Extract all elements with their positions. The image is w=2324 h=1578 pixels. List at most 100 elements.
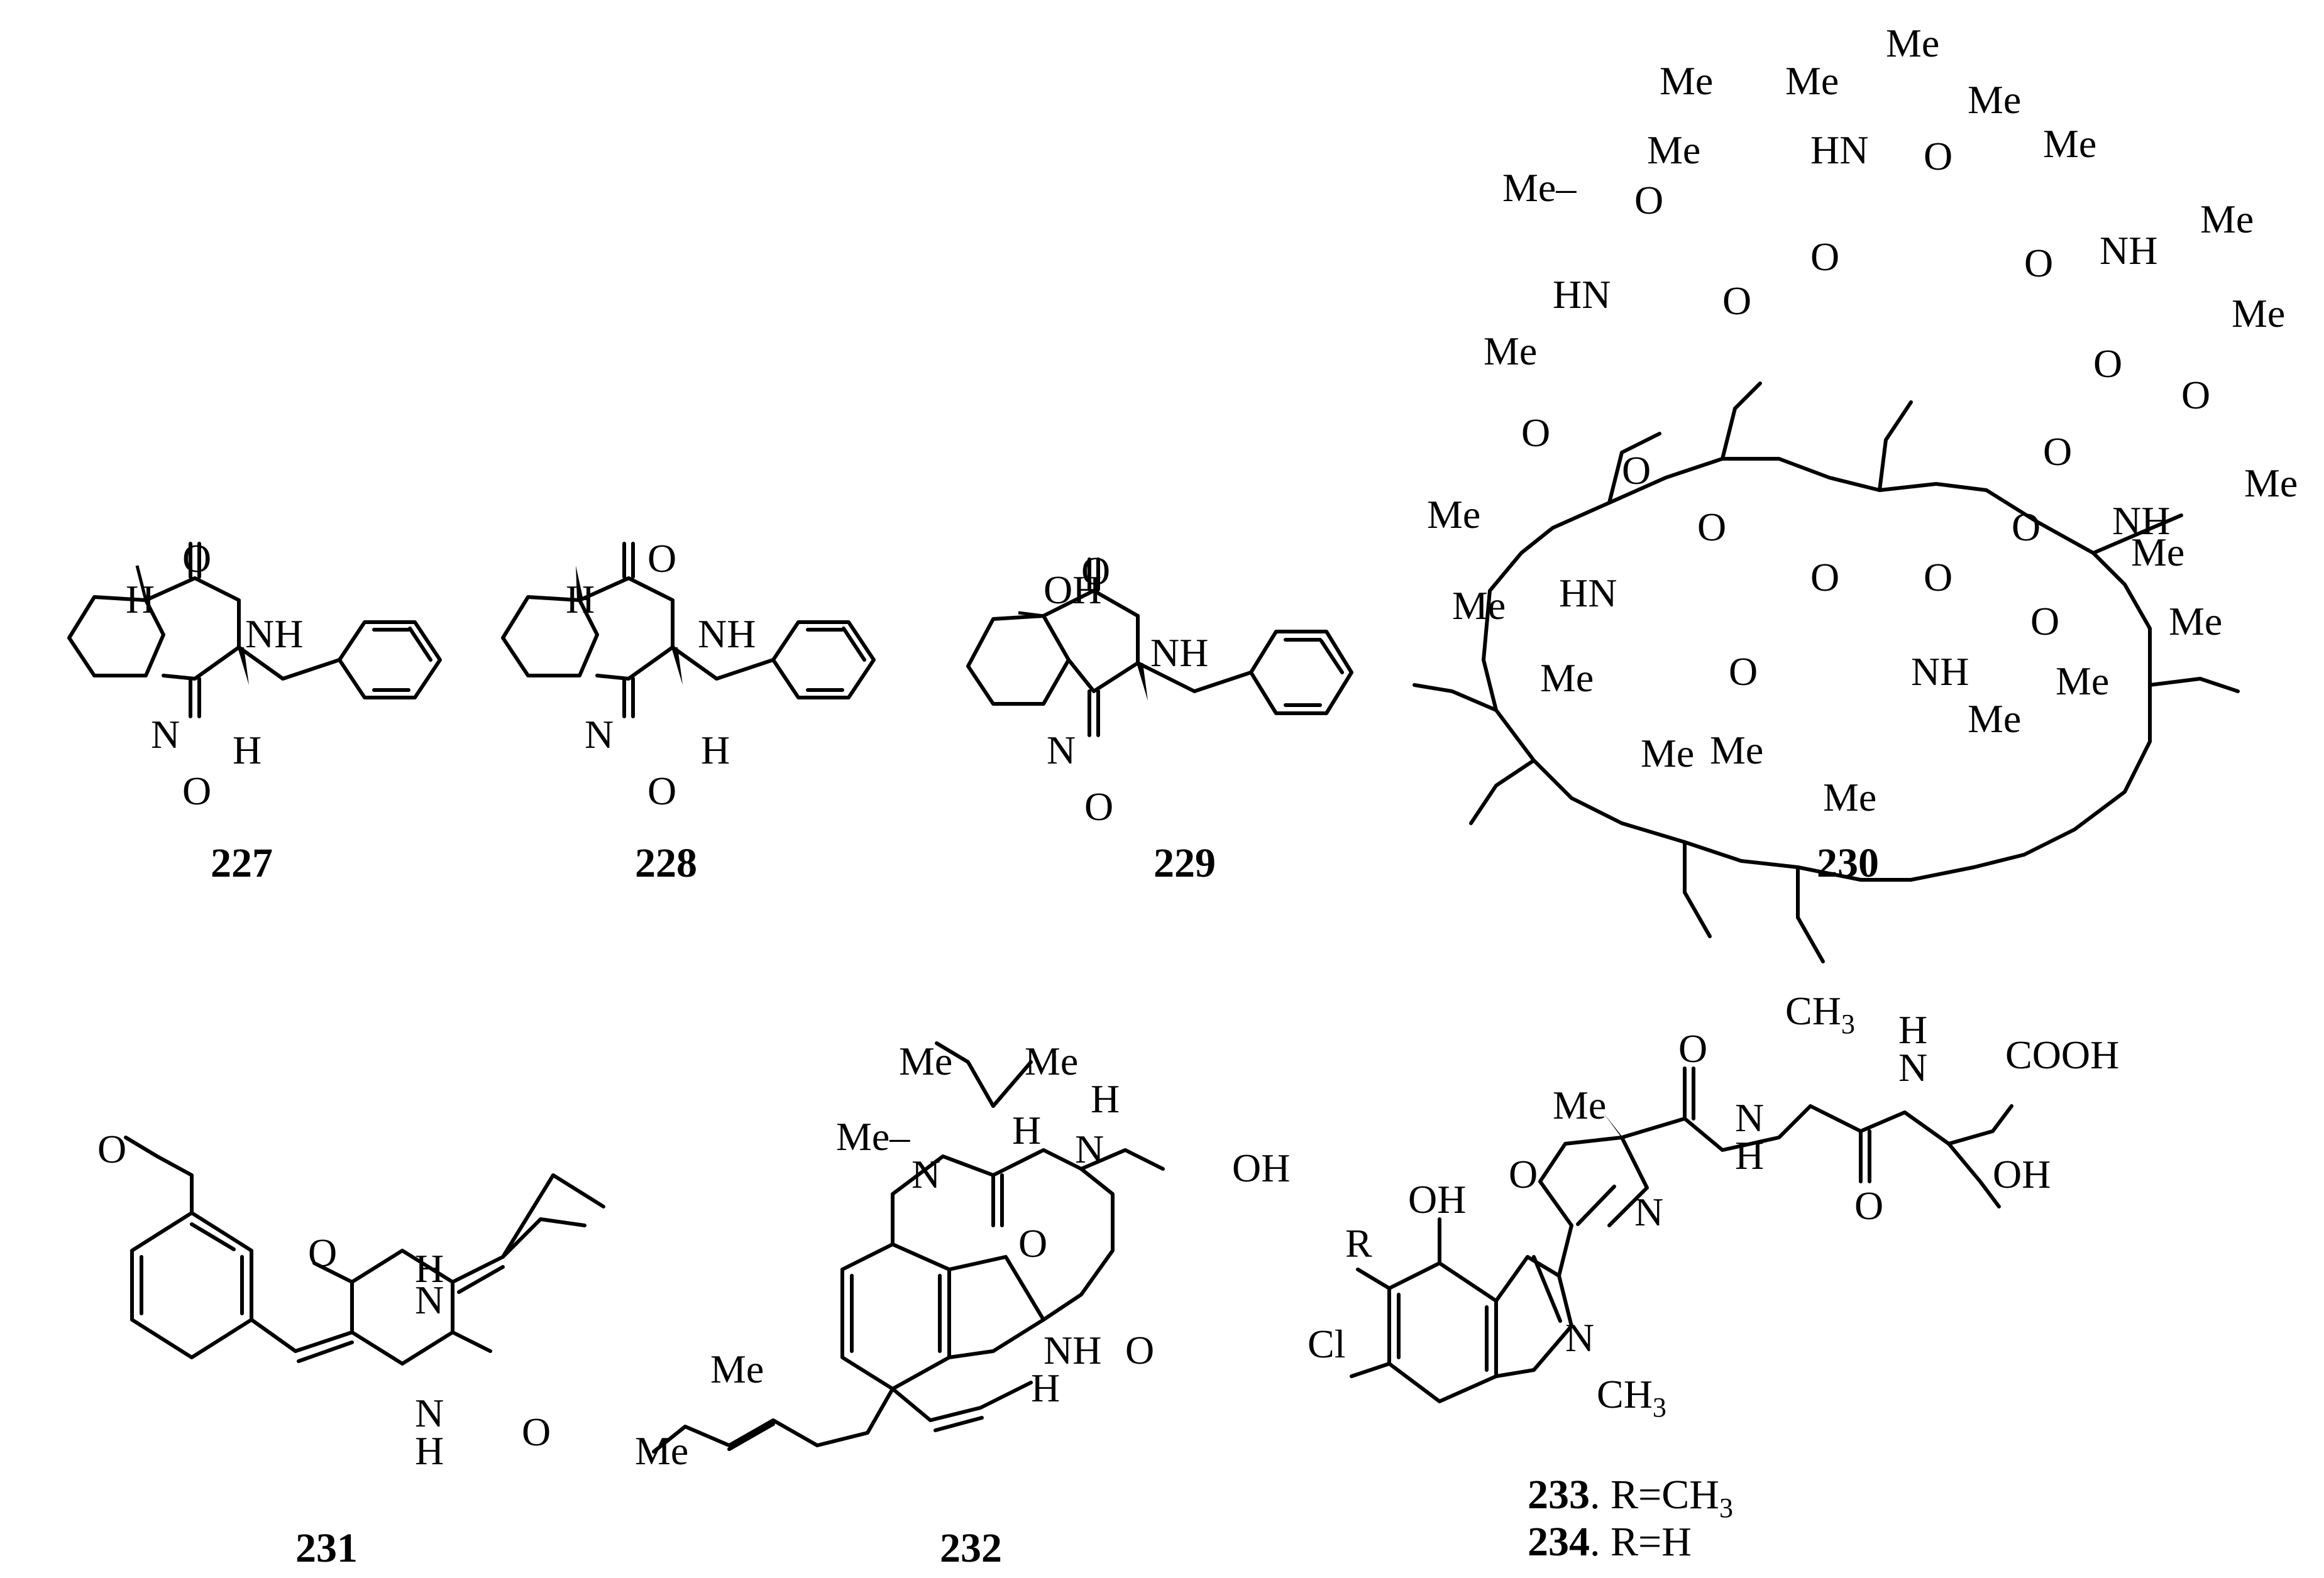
atom-O-230-j: O (1622, 448, 1651, 493)
atom-NH-230-c: NH (1911, 649, 1969, 694)
atom-N-228: N (585, 712, 614, 757)
atom-CH3-233: CH3 (1785, 989, 1855, 1039)
atom-N-229: N (1047, 728, 1076, 772)
atom-O-230-d: O (2024, 241, 2053, 285)
atom-H-233-a: H (1735, 1133, 1764, 1178)
atom-Me-230-f: Me– (1502, 165, 1577, 210)
atom-O-230-b: O (1810, 234, 1839, 279)
atom-Me-230-g: Me (2043, 121, 2096, 166)
atom-Me-230-h: Me (2200, 197, 2254, 241)
atom-O-carbonyl-233-b: O (1854, 1183, 1883, 1228)
atom-Me-232-e: Me (635, 1428, 688, 1473)
atom-OH-233-b: OH (1408, 1177, 1466, 1222)
atom-Me-230-c: Me (1886, 21, 1939, 65)
atom-O-232-a: O (1018, 1221, 1047, 1266)
atom-O-bottom-229: O (1084, 784, 1113, 829)
structure-230: Me Me Me Me Me Me– Me Me Me Me Me Me Me … (1413, 21, 2298, 963)
structure-232: Me Me H H N OH Me– N O NH O H Me Me 232 (635, 1039, 1290, 1571)
atom-H-233-b: H (1898, 1007, 1927, 1052)
atom-O-230-g: O (1521, 410, 1550, 455)
structure-228: O NH N O H H 228 (501, 536, 876, 886)
atom-O-top-229: O (1081, 549, 1110, 593)
atom-Me-230-a: Me (1660, 58, 1713, 103)
atom-Me-230-m: Me (1452, 583, 1506, 628)
atom-Me-230-q: Me (1540, 655, 1594, 700)
atom-NH-230-a: NH (2100, 228, 2157, 273)
atom-H-232-c: H (1031, 1366, 1060, 1410)
compound-label-227: 227 (211, 840, 273, 886)
atom-O-230-h: O (2181, 373, 2210, 417)
atom-CH3-indole-233: CH3 (1597, 1372, 1666, 1423)
atom-NH-227: NH (245, 611, 303, 656)
atom-O-methoxy-231: O (97, 1127, 126, 1171)
atom-O-oxazoline-233: O (1509, 1152, 1538, 1197)
compound-label-232: 232 (940, 1525, 1002, 1571)
compound-label-231: 231 (295, 1525, 358, 1571)
atom-Me-230-p: Me (2056, 659, 2109, 703)
atom-O-top-228: O (647, 536, 676, 581)
atom-Me-232-a: Me (899, 1039, 952, 1083)
atom-Me-230-i: Me (2232, 291, 2285, 336)
atom-H-232-b: H (1091, 1077, 1120, 1121)
atom-O-top-227: O (182, 536, 211, 581)
atom-N-232-a: N (1075, 1127, 1104, 1171)
atom-HN-230-a: HN (1810, 128, 1868, 172)
atom-Cl-233: Cl (1308, 1322, 1345, 1366)
atom-Me-230-j: Me (1484, 329, 1537, 373)
atom-NH-228: NH (698, 611, 756, 656)
atom-O-carbonyl-233-a: O (1678, 1026, 1707, 1071)
atom-H-top-227: H (126, 577, 155, 622)
atom-Me-230-o: Me (2169, 599, 2222, 644)
atom-Me-230-k: Me (2244, 461, 2298, 505)
atom-O-230-p: O (2030, 599, 2059, 644)
atom-Me-232-c: Me– (836, 1114, 910, 1159)
atom-H3C-233: Me (1553, 1083, 1606, 1127)
atom-O-bottom-228: O (647, 769, 676, 813)
atom-H-top-228: H (566, 577, 595, 622)
compound-label-234: 234. R=H (1528, 1519, 1692, 1565)
atom-N-233-b: N (1898, 1045, 1927, 1090)
atom-N-232-b: N (911, 1152, 940, 1197)
atom-Me-230-r: Me (1641, 731, 1694, 775)
atom-NH-229: NH (1150, 630, 1208, 675)
atom-N-227: N (151, 712, 180, 757)
atom-O-230-n: O (2012, 505, 2040, 549)
atom-Me-230-b: Me (1785, 58, 1839, 103)
atom-O-230-l: O (1810, 555, 1839, 600)
atom-O-230-a: O (1634, 178, 1663, 222)
atom-O-230-f: O (2093, 341, 2122, 386)
atom-O-230-o: O (1729, 649, 1758, 694)
atom-Me-230-n: Me (2131, 530, 2184, 574)
atom-R-233: R (1345, 1221, 1372, 1266)
atom-OH-229: OH (1044, 567, 1101, 612)
atom-H-bottom-228: H (701, 728, 730, 772)
atom-H-bottom-231: H (415, 1428, 444, 1473)
atom-Me-232-d: Me (710, 1347, 764, 1391)
atom-O-230-k: O (1697, 505, 1726, 549)
atom-N-top-231: N (415, 1278, 444, 1322)
atom-N-indole-233: N (1565, 1315, 1594, 1360)
atom-NH-233-a: N (1735, 1095, 1764, 1140)
atom-Me-230-l: Me (1427, 492, 1480, 537)
structure-227: O NH N O H H 227 (67, 536, 442, 886)
atom-HN-230-b: HN (1553, 272, 1611, 317)
atom-O-bottom-227: O (182, 769, 211, 813)
atom-N-bottom-231: N (415, 1391, 444, 1435)
atom-O-230-c: O (1924, 134, 1952, 178)
atom-Me-230-t: Me (1968, 696, 2021, 741)
atom-H-232-a: H (1012, 1108, 1041, 1153)
structure-231: O O H N N H O 231 (97, 1127, 605, 1571)
atom-Me-230-d: Me (1968, 77, 2021, 122)
atom-N-oxazoline-233: N (1634, 1190, 1663, 1234)
compound-label-233: 233. R=CH3 (1528, 1472, 1733, 1523)
atom-Me-230-u: Me (1823, 775, 1876, 819)
atom-O-right-231: O (522, 1410, 551, 1454)
atom-H-top-231: H (415, 1246, 444, 1291)
compound-label-228: 228 (635, 840, 697, 886)
atom-O-232-b: O (1125, 1328, 1154, 1373)
structure-233-234: Me O N O N H CH3 O H N COOH OH OH R Cl N… (1308, 989, 2119, 1565)
atom-COOH-233: COOH (2005, 1033, 2119, 1077)
atom-O-left-231: O (308, 1230, 337, 1275)
compound-label-229: 229 (1154, 840, 1216, 886)
